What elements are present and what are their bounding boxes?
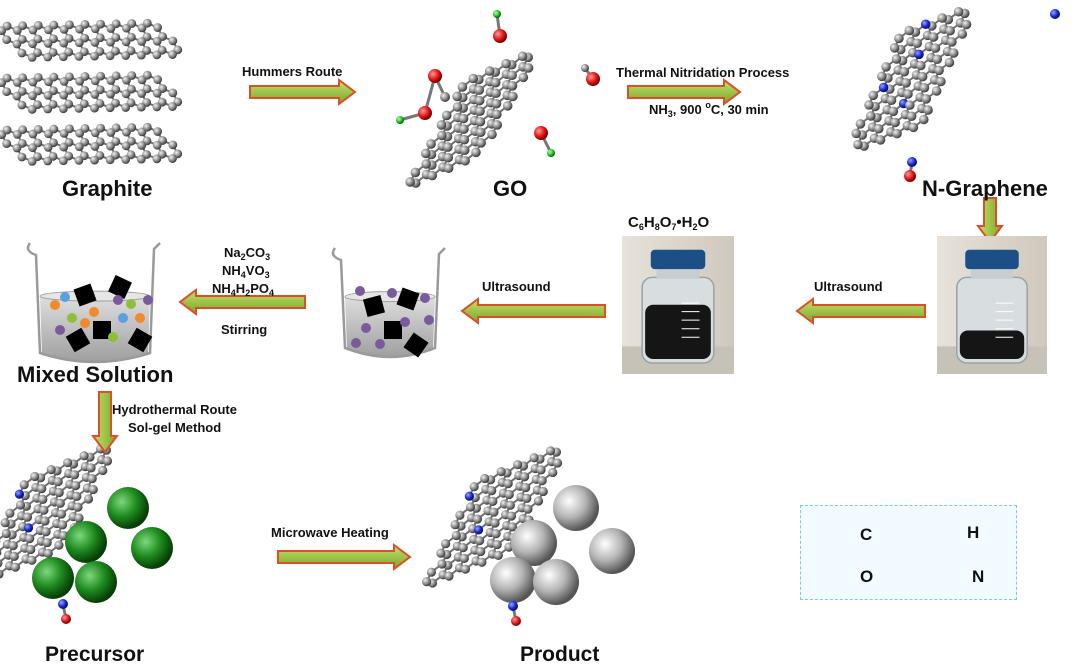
arrow-thermal bbox=[627, 78, 742, 106]
precursor-metal-ball bbox=[65, 521, 107, 563]
product-metal-ball bbox=[589, 528, 635, 574]
arrow-down-mixed bbox=[91, 391, 119, 454]
product-metal-ball bbox=[533, 559, 579, 605]
step-stirring: Stirring bbox=[221, 322, 268, 337]
arrow-ultrasound-right bbox=[795, 297, 926, 325]
beaker-graphene-citric bbox=[331, 247, 446, 359]
label-precursor: Precursor bbox=[45, 643, 145, 666]
product-nitro bbox=[508, 601, 521, 626]
step-ultrasound-left: Ultrasound bbox=[482, 279, 551, 294]
precursor-sheet bbox=[0, 444, 113, 579]
arrow-ultrasound-left bbox=[460, 297, 606, 325]
graphite-layer bbox=[0, 70, 183, 114]
go-hydroxyl-bottom bbox=[534, 126, 555, 157]
n-graphene-sheet bbox=[851, 6, 972, 151]
go-sheet bbox=[405, 51, 534, 188]
label-n-graphene: N-Graphene bbox=[922, 176, 1048, 201]
arrow-hummers bbox=[249, 78, 357, 106]
precursor-nitro bbox=[58, 599, 71, 624]
arrow-microwave bbox=[277, 543, 412, 571]
step-ultrasound-right: Ultrasound bbox=[814, 279, 883, 294]
atom-legend bbox=[800, 505, 1017, 600]
step-thermal-conditions: NH3, 900 oC, 30 min bbox=[649, 100, 769, 119]
go-hydroxyl-top bbox=[493, 10, 507, 43]
label-citric-acid: C6H8O7•H2O bbox=[628, 214, 710, 232]
precursor-metal-ball bbox=[131, 527, 173, 569]
beaker-mixed-solution bbox=[26, 242, 161, 364]
legend-label-h: H bbox=[967, 523, 980, 542]
n-graphene-edge-n bbox=[1050, 9, 1060, 19]
legend-label-o: O bbox=[860, 567, 874, 586]
label-go: GO bbox=[493, 176, 528, 201]
reagent-ammonium-phosphate: NH4H2PO4 bbox=[212, 281, 275, 298]
arrow-stirring bbox=[178, 288, 306, 316]
graphite-layer bbox=[0, 122, 183, 166]
step-thermal-nitridation: Thermal Nitridation Process bbox=[616, 65, 790, 80]
precursor-metal-ball bbox=[107, 487, 149, 529]
photo-bottle-n-graphene bbox=[937, 236, 1047, 374]
reagent-sodium-carbonate: Na2CO3 bbox=[224, 245, 271, 262]
label-product: Product bbox=[520, 643, 600, 666]
step-solgel-method: Sol-gel Method bbox=[128, 420, 222, 435]
product-metal-ball bbox=[511, 520, 557, 566]
precursor-metal-ball bbox=[32, 557, 74, 599]
product-metal-ball bbox=[553, 485, 599, 531]
step-hummers-route: Hummers Route bbox=[242, 64, 343, 79]
legend-label-n: N bbox=[972, 567, 985, 586]
n-graphene-nitro bbox=[904, 157, 917, 182]
label-graphite: Graphite bbox=[62, 176, 153, 201]
graphite-layer bbox=[0, 18, 183, 62]
go-carboxyl bbox=[396, 69, 450, 124]
product-metal-ball bbox=[490, 557, 536, 603]
precursor-metal-ball bbox=[75, 561, 117, 603]
photo-bottle-citric bbox=[622, 236, 734, 374]
step-microwave-heating: Microwave Heating bbox=[271, 525, 389, 540]
reagent-ammonium-vanadate: NH4VO3 bbox=[222, 263, 270, 280]
step-hydrothermal-route: Hydrothermal Route bbox=[112, 402, 237, 417]
label-mixed-solution: Mixed Solution bbox=[17, 362, 174, 387]
arrow-down-n-graphene bbox=[976, 197, 1004, 244]
go-oxygen-right bbox=[581, 64, 600, 86]
legend-label-c: C bbox=[860, 525, 873, 544]
